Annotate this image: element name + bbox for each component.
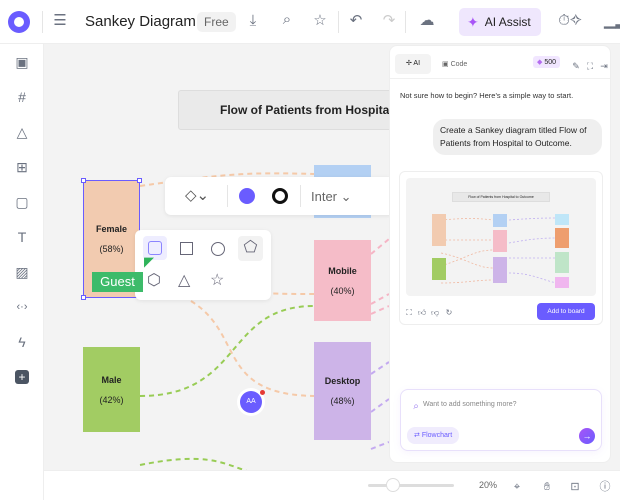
bottom-bar: 20% ⌖ ✋︎ ⊡ ⓘ — [44, 470, 620, 500]
resize-handle[interactable] — [81, 178, 86, 183]
intro-text: Not sure how to begin? Here's a simple w… — [400, 91, 574, 100]
link-male-mobile — [139, 305, 315, 397]
fullscreen-icon[interactable]: ⛶ — [406, 308, 412, 317]
preview-sankey — [432, 214, 569, 288]
help-icon[interactable]: ⓘ — [599, 481, 611, 493]
diagram-preview[interactable]: Flow of Patients from Hospital to Outcom… — [406, 178, 596, 296]
ai-assist-label: AI Assist — [484, 15, 531, 29]
flowchart-chip[interactable]: ⇄ Flowchart — [407, 427, 460, 444]
node-label: Male — [101, 374, 122, 385]
cursor-icon: ◤ — [144, 254, 154, 269]
node-mobile[interactable]: Mobile (40%) — [314, 240, 371, 321]
top-bar: ☰ Sankey Diagram Free ⤓ ⌕ ☆ ↶ ↷ ☁ ✦ AI A… — [0, 0, 620, 44]
left-sidebar: ▣ # △ ⊞ ▢ T ▨ ‹·› ϟ + — [0, 44, 44, 500]
code-icon[interactable]: ‹·› — [16, 301, 28, 313]
menu-icon[interactable]: ☰ — [53, 12, 67, 29]
triangle-shape[interactable]: △ — [178, 272, 191, 289]
search-icon[interactable]: ⌕ — [282, 11, 292, 28]
tab-code[interactable]: ▣ Code — [442, 61, 468, 68]
regenerate-icon[interactable]: ↻ — [445, 308, 453, 317]
ai-assist-button[interactable]: ✦ AI Assist — [459, 8, 541, 36]
tab-label: AI — [413, 60, 421, 67]
ai-search-icon: ⌕ — [413, 401, 419, 412]
download-icon[interactable]: ⤓ — [249, 12, 257, 29]
star-icon[interactable]: ☆ — [313, 12, 327, 29]
user-message: Create a Sankey diagram titled Flow of P… — [433, 119, 602, 155]
zoom-slider-handle[interactable] — [386, 478, 400, 492]
star-shape[interactable]: ☆ — [210, 272, 225, 289]
edit-icon[interactable]: ✎ — [572, 61, 580, 71]
bolt-icon[interactable]: ϟ — [18, 334, 26, 350]
link-female-desktop — [139, 283, 315, 397]
resize-handle[interactable] — [137, 178, 142, 183]
shape-picker: ⬠ ⬡ △ ☆ — [135, 230, 271, 300]
collaborator-avatar[interactable]: AA — [240, 391, 262, 413]
thumbs-down-icon[interactable]: 👎︎ — [430, 308, 440, 317]
node-male[interactable]: Male (42%) — [83, 347, 140, 432]
cloud-icon[interactable]: ☁ — [419, 12, 435, 29]
credits-badge: ◆ 500 — [533, 56, 561, 68]
collapse-panel-icon[interactable]: ⇥ — [600, 61, 608, 71]
node-desktop[interactable]: Desktop (48%) — [314, 342, 371, 440]
link-desktop-out — [370, 361, 390, 450]
node-value: (58%) — [99, 244, 124, 254]
image-icon[interactable]: ▨ — [15, 264, 29, 280]
node-label: Mobile — [328, 265, 357, 276]
focus-icon[interactable]: ⊡ — [570, 481, 580, 493]
rounded-rect-shape[interactable] — [143, 236, 167, 260]
pentagon-shape[interactable]: ⬠ — [238, 236, 263, 261]
preview-title: Flow of Patients from Hospital to Outcom… — [452, 192, 550, 202]
node-value: (42%) — [99, 394, 124, 405]
chart-icon[interactable]: ▁▂▃ — [604, 12, 620, 29]
text-icon[interactable]: T — [17, 229, 27, 245]
thumbs-up-icon[interactable]: 👍︎ — [417, 308, 427, 317]
send-button[interactable]: → — [579, 428, 595, 444]
chip-label: Flowchart — [421, 432, 453, 439]
timer-icon[interactable]: ⏱✧ — [558, 12, 582, 29]
hand-icon[interactable]: ✋︎ — [543, 481, 551, 493]
node-value: (40%) — [330, 285, 355, 296]
circle-shape[interactable] — [211, 242, 225, 256]
map-icon[interactable]: ⌖ — [513, 481, 521, 493]
undo-icon[interactable]: ↶ — [349, 12, 363, 29]
link-male-desktop — [139, 457, 248, 470]
credits-value: 500 — [544, 59, 557, 66]
add-to-board-button[interactable]: Add to board — [537, 303, 595, 320]
node-label: Female — [95, 224, 128, 234]
tab-label: Code — [450, 61, 468, 68]
resize-handle[interactable] — [81, 295, 86, 300]
redo-icon[interactable]: ↷ — [382, 12, 396, 29]
notification-dot — [260, 390, 265, 395]
sticky-note-icon[interactable]: ▢ — [15, 194, 29, 210]
ai-panel: ✢ AI ▣ Code ◆ 500 ✎ ⛶ ⇥ Not sure how to … — [389, 45, 611, 463]
logo[interactable] — [8, 11, 30, 33]
expand-icon[interactable]: ⛶ — [586, 61, 594, 71]
node-value: (48%) — [330, 396, 355, 406]
shapes-icon[interactable]: △ — [16, 124, 28, 140]
link-mobile-out — [370, 238, 390, 315]
prompt-box: ⌕ Want to add something more? ⇄ Flowchar… — [400, 389, 602, 451]
font-dropdown[interactable]: Inter ⌄ — [311, 189, 352, 204]
fill-color-swatch[interactable] — [239, 188, 255, 204]
stroke-color-swatch[interactable] — [272, 188, 288, 204]
prompt-input[interactable]: Want to add something more? — [423, 401, 517, 408]
layout-icon[interactable]: ▣ — [15, 54, 29, 70]
hexagon-shape[interactable]: ⬡ — [147, 272, 161, 289]
tab-ai[interactable]: ✢ AI — [395, 54, 431, 74]
zoom-slider[interactable] — [368, 478, 454, 492]
format-toolbar: ◇⌄ Inter ⌄ — [165, 177, 395, 215]
components-icon[interactable]: ⊞ — [16, 159, 28, 175]
sparkle-icon: ✦ — [467, 13, 479, 30]
node-label: Desktop — [324, 376, 361, 386]
guest-cursor-label: Guest — [92, 272, 143, 292]
shapes-dropdown[interactable]: ◇⌄ — [184, 187, 210, 204]
document-title[interactable]: Sankey Diagram — [85, 13, 196, 30]
rectangle-shape[interactable] — [180, 242, 193, 255]
plan-badge: Free — [197, 12, 236, 32]
preview-card: Flow of Patients from Hospital to Outcom… — [399, 171, 603, 325]
grid-icon[interactable]: # — [18, 89, 26, 105]
font-name: Inter — [311, 189, 338, 204]
plus-icon[interactable]: + — [15, 370, 29, 384]
zoom-level: 20% — [479, 480, 498, 490]
